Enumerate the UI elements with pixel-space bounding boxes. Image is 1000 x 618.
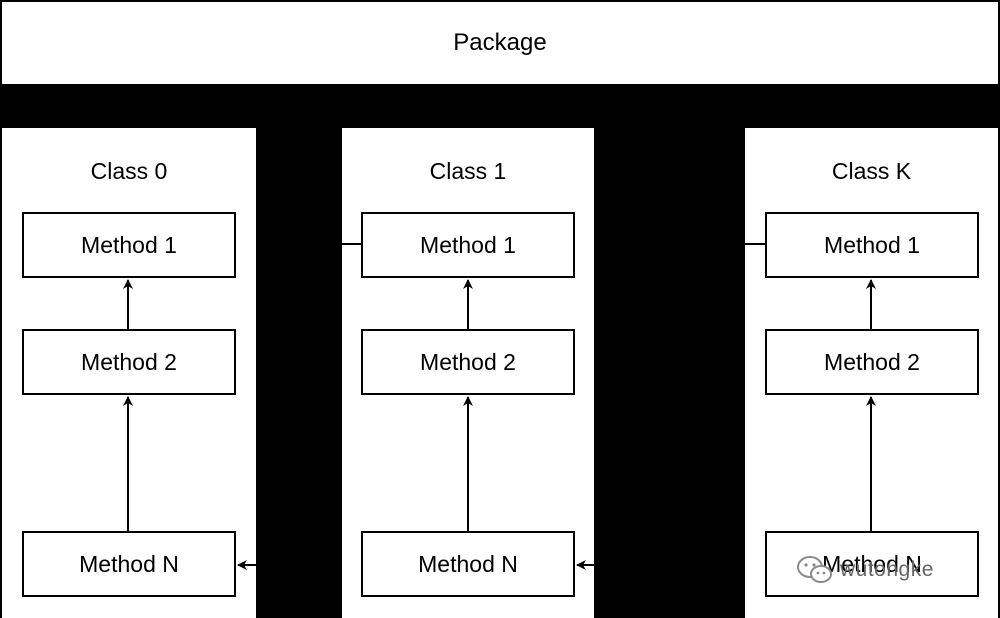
- method-label: Method 2: [81, 348, 177, 375]
- method-label: Method 2: [824, 348, 920, 375]
- class-k-title: Class K: [831, 158, 912, 184]
- class-1-title: Class 1: [429, 158, 507, 184]
- class-0-method-2: Method 2: [22, 329, 236, 395]
- class-1-method-1: Method 1: [361, 212, 575, 278]
- method-label: Method 2: [420, 348, 516, 375]
- watermark-text: wutongke: [840, 558, 934, 581]
- method-label: Method 1: [824, 231, 920, 258]
- method-label: Method 1: [420, 231, 516, 258]
- package-label: Package: [453, 29, 547, 56]
- class-k-method-2: Method 2: [765, 329, 979, 395]
- method-label: Method 1: [81, 231, 177, 258]
- class-k-method-n: Method N: [765, 531, 979, 597]
- wechat-icon: [797, 556, 832, 583]
- class-0-method-1: Method 1: [22, 212, 236, 278]
- watermark: wutongke: [796, 550, 976, 590]
- method-label: Method N: [418, 550, 518, 577]
- class-1-method-2: Method 2: [361, 329, 575, 395]
- package-box: Package: [0, 0, 1000, 86]
- class-0-title: Class 0: [90, 158, 168, 184]
- class-k-method-1: Method 1: [765, 212, 979, 278]
- class-1-method-n: Method N: [361, 531, 575, 597]
- method-label: Method N: [822, 550, 922, 577]
- class-0-method-n: Method N: [22, 531, 236, 597]
- method-label: Method N: [79, 550, 179, 577]
